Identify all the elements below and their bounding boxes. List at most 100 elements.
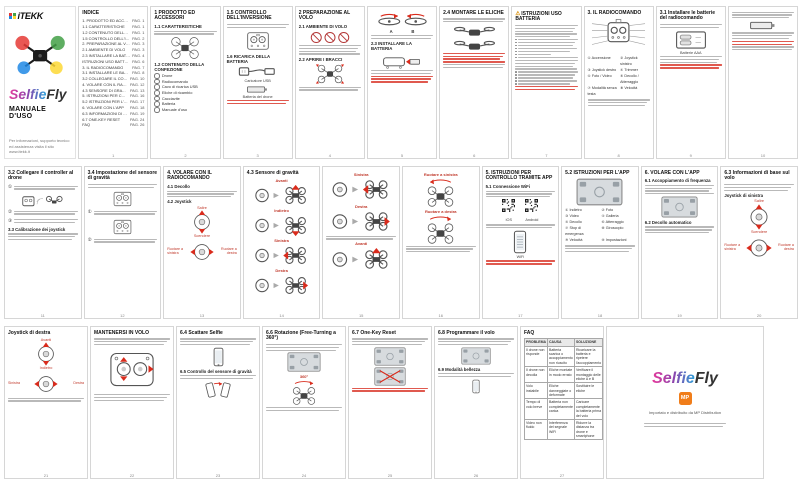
figure-graphic xyxy=(732,20,794,31)
faq-header-cell: SOLUZIONE xyxy=(573,338,603,347)
text-lines xyxy=(515,25,578,38)
text-line xyxy=(515,88,575,91)
text-line xyxy=(724,189,789,191)
text-line xyxy=(644,226,715,228)
figure-svg xyxy=(421,214,460,244)
text-line xyxy=(518,42,576,44)
bullet-item xyxy=(515,50,577,53)
figure-svg xyxy=(253,274,310,297)
page-number: 9 xyxy=(689,152,692,158)
figure-graphic xyxy=(326,177,396,202)
page-title: 1 PRODOTTO ED ACCESSORI xyxy=(154,9,196,22)
manual-row-1: iTEKK SelfieFly MANUALE D'USO xyxy=(0,6,802,159)
text-lines xyxy=(659,56,722,63)
accessory-item: Manuale d'uso xyxy=(154,107,216,113)
page-title: 2 PREPARAZIONE AL VOLO xyxy=(298,9,351,22)
figure-graphic xyxy=(227,65,289,78)
text-lines xyxy=(643,421,727,428)
text-lines xyxy=(226,24,289,29)
figure-pairsmall xyxy=(8,193,78,208)
faq-cell: Verificare il montaggio delle eliche A e… xyxy=(573,366,603,384)
text-lines xyxy=(326,235,396,240)
text-line xyxy=(298,47,359,50)
text-lines xyxy=(659,64,722,69)
text-lines xyxy=(266,344,342,351)
text-line xyxy=(94,396,167,399)
propeller-front-right xyxy=(50,35,65,51)
figure-appuix xyxy=(352,367,428,386)
legend-item: ⑧ Velocità xyxy=(620,85,638,90)
text-line xyxy=(644,184,715,187)
figure-svg xyxy=(472,379,480,394)
text-lines xyxy=(370,70,434,75)
text-line xyxy=(731,40,795,43)
figure-svg xyxy=(190,240,214,264)
text-line xyxy=(266,349,336,351)
accessory-label: Cavo di ricarica USB xyxy=(161,84,198,90)
text-line xyxy=(298,45,361,47)
text-line xyxy=(14,221,76,224)
bullet-item xyxy=(515,74,577,76)
text-line xyxy=(518,71,578,73)
bullet-item xyxy=(515,41,577,44)
figure-label: Destra xyxy=(354,203,368,209)
figure-svg xyxy=(513,230,527,254)
step-number: ① xyxy=(87,209,92,215)
figure-svg xyxy=(111,190,134,208)
text-line xyxy=(644,187,712,189)
text-line xyxy=(352,387,428,389)
brand-logo: iTEKK xyxy=(9,11,71,21)
text-line xyxy=(438,341,511,343)
figure-caption: A xyxy=(389,28,393,34)
text-line xyxy=(659,61,717,63)
qr-image xyxy=(502,199,516,217)
figure-pair: Indietro xyxy=(247,208,317,237)
figure-graphic xyxy=(299,31,361,44)
text-lines xyxy=(731,11,795,19)
text-line xyxy=(167,190,237,192)
figure-dronerot: Ruotare a sinistra xyxy=(406,172,476,208)
product-name-fly: Fly xyxy=(46,86,67,102)
figure-dronefront xyxy=(443,38,505,51)
page-title: 5.2 ISTRUZIONI PER L'APP xyxy=(565,169,630,176)
text-line xyxy=(180,377,253,380)
bullet-item xyxy=(515,71,578,73)
figure-svg xyxy=(253,244,310,267)
text-line xyxy=(180,343,250,346)
text-line xyxy=(659,67,720,69)
accessory-item: Cacciavite xyxy=(154,96,216,102)
page-title: 6. VOLARE CON L'APP xyxy=(644,169,700,176)
toc-entry-page: PAG. 8 xyxy=(132,70,145,76)
toc-entry-page: PAG. 3 xyxy=(132,47,145,53)
text-line xyxy=(565,250,630,253)
page-number: 23 xyxy=(215,472,221,478)
figure-svg xyxy=(309,31,351,44)
page-number: 16 xyxy=(438,312,443,318)
bullet-dot xyxy=(515,47,517,50)
figure-dronefront xyxy=(443,24,505,37)
text-lines xyxy=(370,35,434,40)
page-number: 1 xyxy=(112,152,115,158)
page-title: ⚠ISTRUZIONI USO BATTERIA xyxy=(515,10,562,23)
text-line xyxy=(518,48,577,50)
page-number: 10 xyxy=(760,152,766,158)
figure-svg xyxy=(21,193,65,208)
text-lines xyxy=(94,338,170,346)
text-line xyxy=(515,62,575,65)
figure-graphic xyxy=(443,24,505,37)
text-lines xyxy=(438,373,514,378)
text-line xyxy=(644,193,714,195)
page-number: 24 xyxy=(301,472,307,478)
text-line xyxy=(438,338,514,340)
text-lines xyxy=(352,338,428,346)
accessory-label: Drone xyxy=(161,73,173,79)
section-subheading: 2.1 AMBIENTE DI VOLO xyxy=(298,24,348,29)
